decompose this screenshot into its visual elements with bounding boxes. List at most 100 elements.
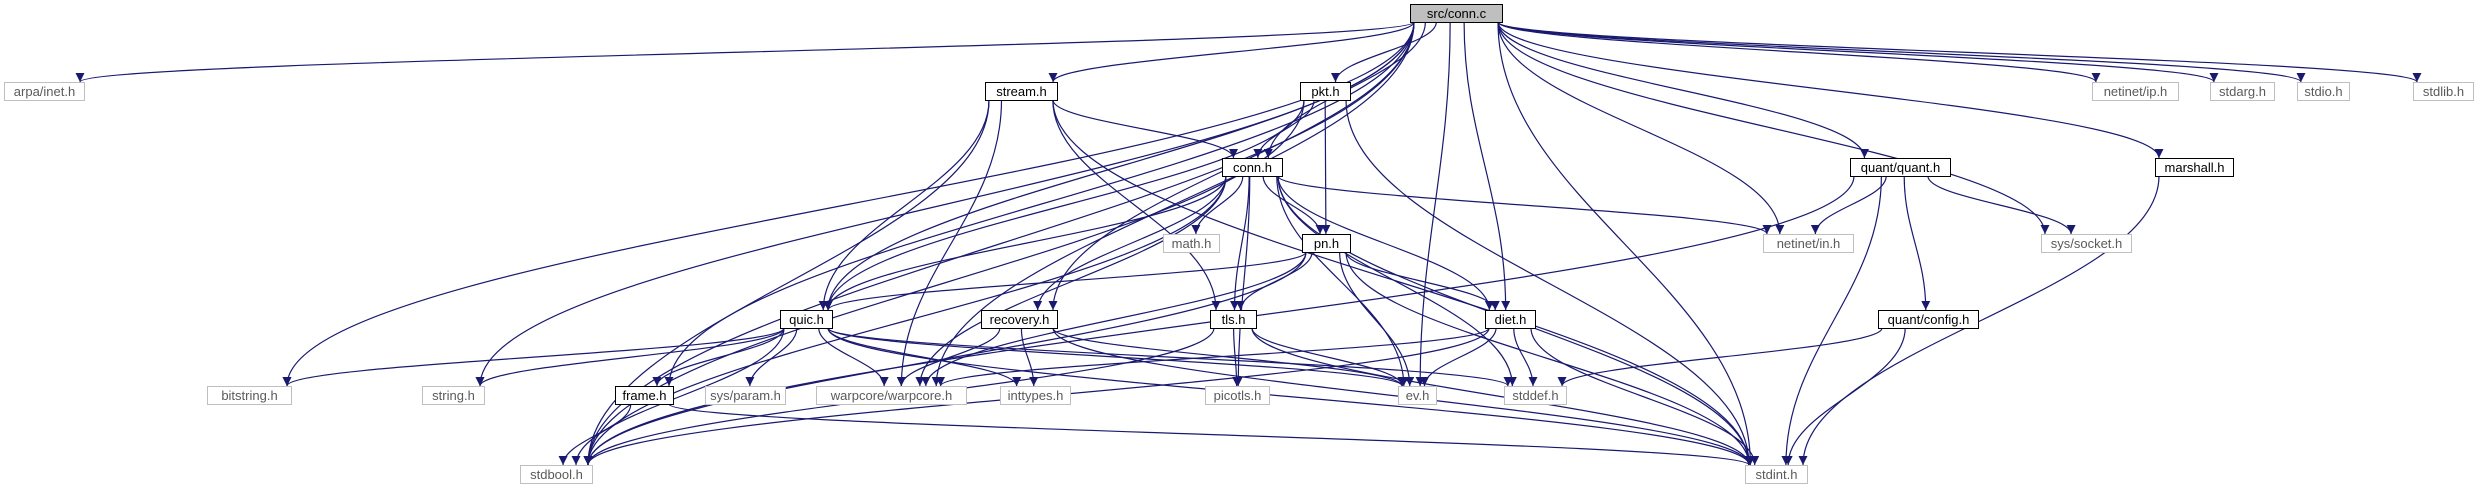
edge-conn-c-to-ev-h (1415, 21, 1451, 387)
edge-pn-h-to-ev-h (1339, 251, 1415, 387)
node-box (2041, 234, 2132, 253)
edge-pkt-h-to-conn-h (1253, 99, 1315, 159)
edge-conn-h-to-recovery-h (1033, 175, 1227, 311)
edge-recovery-h-to-ev-h (1052, 327, 1407, 387)
edge-conn-c-to-stdio-h (1497, 21, 2306, 83)
node-label: frame.h (622, 388, 666, 403)
node-box (1222, 158, 1283, 177)
edge-quic-h-to-stddef-h (827, 327, 1513, 387)
edge-tls-h-to-stdint-h (1251, 327, 1754, 466)
node-marshall-h[interactable]: marshall.h (2155, 158, 2234, 177)
node-box (207, 386, 292, 405)
edge-marshall-h-to-stdint-h (1798, 175, 2160, 466)
node-sys-socket-h: sys/socket.h (2041, 234, 2132, 253)
node-pkt-h[interactable]: pkt.h (1300, 82, 1351, 101)
node-box (705, 386, 786, 405)
node-label: quic.h (789, 312, 824, 327)
edge-quant-h-to-sys-socket-h (1927, 175, 2076, 235)
node-label: stdint.h (1756, 467, 1798, 482)
edge-conn-h-to-stddef-h (1277, 175, 1517, 387)
node-box (1878, 310, 1979, 329)
edge-conn-h-to-math-h (1191, 175, 1244, 235)
node-box (2297, 82, 2350, 101)
node-label: math.h (1172, 236, 1212, 251)
edge-conn-c-to-pkt-h (1331, 21, 1437, 83)
node-netinet-in-h: netinet/in.h (1763, 234, 1854, 253)
node-sys-param-h: sys/param.h (705, 386, 786, 405)
edge-tls-h-to-ev-h (1251, 327, 1407, 387)
node-box (981, 310, 1058, 329)
edge-conn-c-to-stdarg-h (1497, 21, 2219, 83)
edge-pkt-h-to-stdint-h (1345, 99, 1754, 466)
node-stream-h[interactable]: stream.h (985, 82, 1058, 101)
edge-config-h-to-stddef-h (1557, 327, 1883, 387)
edge-stream-h-to-stdint-h (1052, 99, 1754, 466)
edge-conn-c-to-bitstring-h (282, 21, 1415, 387)
node-config-h[interactable]: quant/config.h (1878, 310, 1979, 329)
edge-quic-h-to-frame-h (652, 327, 785, 387)
node-label: stdarg.h (2219, 84, 2266, 99)
edge-diet-h-to-ev-h (1419, 327, 1497, 387)
node-ev-h: ev.h (1398, 386, 1437, 405)
edge-stream-h-to-stdbool-h (583, 99, 990, 466)
edge-pkt-h-to-pn-h (1321, 99, 1331, 235)
edge-conn-c-to-frame-h (664, 21, 1415, 387)
edge-conn-c-to-diet-h (1463, 21, 1511, 311)
node-label: netinet/in.h (1777, 236, 1841, 251)
edge-frame-h-to-stdint-h (668, 403, 1754, 466)
edge-conn-c-to-arpa-inet-h (76, 21, 1415, 83)
node-diet-h[interactable]: diet.h (1485, 310, 1536, 329)
node-label: stdlib.h (2423, 84, 2464, 99)
node-pn-h[interactable]: pn.h (1302, 234, 1351, 253)
node-box (1398, 386, 1437, 405)
edge-conn-h-to-ev-h (1276, 175, 1409, 387)
node-box (985, 82, 1058, 101)
node-label: warpcore/warpcore.h (830, 388, 952, 403)
edge-conn-c-to-netinet-in-h (1497, 21, 1785, 235)
edge-diet-h-to-stddef-h (1513, 327, 1538, 387)
node-string-h: string.h (422, 386, 485, 405)
node-box (4, 82, 85, 101)
edge-conn-h-to-netinet-in-h (1277, 175, 1772, 235)
node-label: marshall.h (2165, 160, 2225, 175)
node-frame-h[interactable]: frame.h (615, 386, 674, 405)
edge-conn-c-to-sys-socket-h (1497, 21, 2050, 235)
node-box (780, 310, 833, 329)
edge-quic-h-to-warpcore-h (818, 327, 889, 387)
edge-stream-h-to-conn-h (1052, 99, 1238, 159)
edge-diet-h-to-stdint-h (1530, 327, 1760, 466)
edge-conn-h-to-diet-h (1277, 175, 1494, 311)
node-label: pn.h (1314, 236, 1339, 251)
node-quic-h[interactable]: quic.h (780, 310, 833, 329)
node-conn-c[interactable]: src/conn.c (1410, 4, 1503, 23)
node-box (1850, 158, 1951, 177)
edge-conn-c-to-stdint-h (1497, 21, 1755, 466)
edge-conn-c-to-quant-h (1497, 21, 1869, 159)
file-nodes: src/conn.carpa/inet.hbitstring.hstdbool.… (4, 4, 2474, 484)
edge-tls-h-to-picotls-h (1232, 327, 1242, 387)
edge-frame-h-to-stdbool-h (558, 403, 632, 466)
node-quant-h[interactable]: quant/quant.h (1850, 158, 1951, 177)
edge-pn-h-to-stdint-h (1345, 251, 1754, 466)
node-box (1410, 4, 1503, 23)
edge-conn-h-to-quic-h (823, 175, 1227, 311)
node-box (615, 386, 674, 405)
node-inttypes-h: inttypes.h (1000, 386, 1071, 405)
edge-quant-h-to-config-h (1903, 175, 1931, 311)
edge-stream-h-to-quic-h (818, 99, 990, 311)
edge-recovery-h-to-warpcore-h (896, 327, 1001, 387)
node-box (2092, 82, 2179, 101)
node-stddef-h: stddef.h (1504, 386, 1567, 405)
node-box (1745, 465, 1808, 484)
edge-conn-c-to-stream-h (1048, 21, 1415, 83)
node-conn-h[interactable]: conn.h (1222, 158, 1283, 177)
node-box (1485, 310, 1536, 329)
node-recovery-h[interactable]: recovery.h (981, 310, 1058, 329)
node-label: ev.h (1406, 388, 1430, 403)
node-label: pkt.h (1311, 84, 1339, 99)
node-arpa-inet-h: arpa/inet.h (4, 82, 85, 101)
node-box (2210, 82, 2275, 101)
node-stdbool-h: stdbool.h (520, 465, 593, 484)
node-label: picotls.h (1214, 388, 1262, 403)
node-tls-h[interactable]: tls.h (1210, 310, 1257, 329)
